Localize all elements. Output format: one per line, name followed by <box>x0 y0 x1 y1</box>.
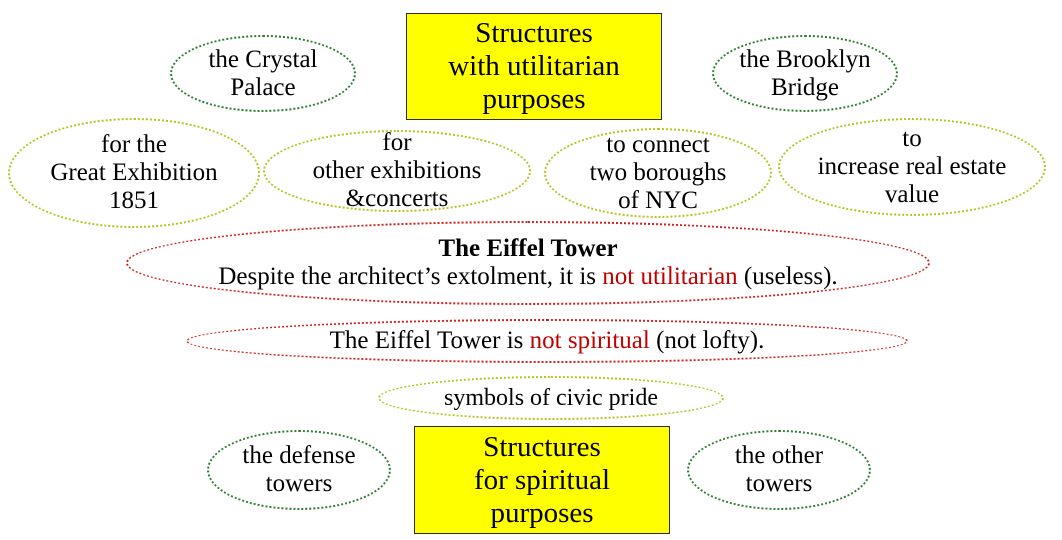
other-towers-oval: the other towers <box>687 430 871 510</box>
box-line: Structures <box>475 17 593 49</box>
eiffel-tower-title: The Eiffel Tower <box>438 235 618 262</box>
great-exhibition-oval: for the Great Exhibition 1851 <box>8 118 260 228</box>
eiffel-utilitarian-sentence: Despite the architect’s extolment, it is… <box>218 263 838 290</box>
defense-towers-oval: the defense towers <box>207 430 391 510</box>
real-estate-oval: to increase real estate value <box>778 118 1046 216</box>
crystal-palace-oval: the Crystal Palace <box>170 35 356 112</box>
brooklyn-bridge-oval: the Brooklyn Bridge <box>712 35 898 112</box>
box-line: Structures <box>483 430 601 463</box>
other-exhibitions-oval: for other exhibitions &concerts <box>263 129 531 212</box>
eiffel-not-utilitarian-oval: The Eiffel Tower Despite the architect’s… <box>126 221 930 305</box>
connect-boroughs-oval: to connect two boroughs of NYC <box>544 128 772 218</box>
not-spiritual-highlight: not spiritual <box>529 327 650 354</box>
utilitarian-structures-box: Structures with utilitarian purposes <box>406 13 662 120</box>
box-line: purposes <box>482 83 586 115</box>
civic-pride-oval: symbols of civic pride <box>378 376 724 420</box>
box-line: for spiritual <box>473 463 611 496</box>
box-line: with utilitarian <box>448 50 620 82</box>
not-utilitarian-highlight: not utilitarian <box>602 263 738 290</box>
spiritual-structures-box: Structures for spiritual purposes <box>414 426 670 534</box>
box-line: purposes <box>490 496 594 529</box>
eiffel-spiritual-sentence: The Eiffel Tower is not spiritual (not l… <box>329 327 765 354</box>
eiffel-not-spiritual-oval: The Eiffel Tower is not spiritual (not l… <box>186 319 908 363</box>
